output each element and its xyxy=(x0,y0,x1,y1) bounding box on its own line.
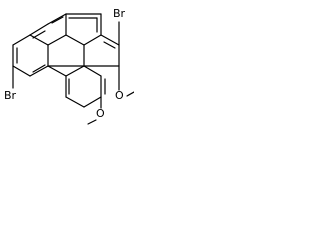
bond-c2-c3 xyxy=(29,34,49,46)
bond-c2-c7 xyxy=(47,34,67,46)
atom-labels: Br Br O O xyxy=(4,7,126,120)
bromine-left-label: Br xyxy=(4,89,17,102)
double-bond-g xyxy=(103,41,116,49)
bromine-top-label: Br xyxy=(113,7,126,20)
bond-c10-c11 xyxy=(47,13,67,25)
bond-c3-c4 xyxy=(12,34,31,46)
bond-c20-c9 xyxy=(65,65,85,77)
bond-c12-c14 xyxy=(100,34,120,46)
ring-bonds xyxy=(12,13,120,108)
bond-c9-c16 xyxy=(83,65,102,77)
bond-c20-c1 xyxy=(47,65,67,77)
bond-o-lower-methyl xyxy=(87,119,97,125)
bond-c17-c18 xyxy=(83,96,102,108)
bond-c8-c12 xyxy=(83,34,102,46)
double-bond-d xyxy=(51,16,64,24)
double-bond-b xyxy=(32,64,46,73)
oxygen-upper-label: O xyxy=(115,89,124,102)
bond-c5-c6 xyxy=(12,65,31,77)
substituent-bonds xyxy=(12,21,134,125)
pyrene-structure-diagram: Br Br O O xyxy=(4,7,134,125)
bond-c3-c10 xyxy=(29,23,49,36)
double-bond-lines xyxy=(16,16,116,95)
bond-o-upper-methyl xyxy=(126,91,134,97)
bond-c6-c1 xyxy=(29,65,49,77)
oxygen-lower-label: O xyxy=(96,107,105,120)
double-bond-c xyxy=(32,30,46,39)
bond-c18-c19 xyxy=(65,96,85,108)
bond-c7-c8 xyxy=(65,34,85,46)
